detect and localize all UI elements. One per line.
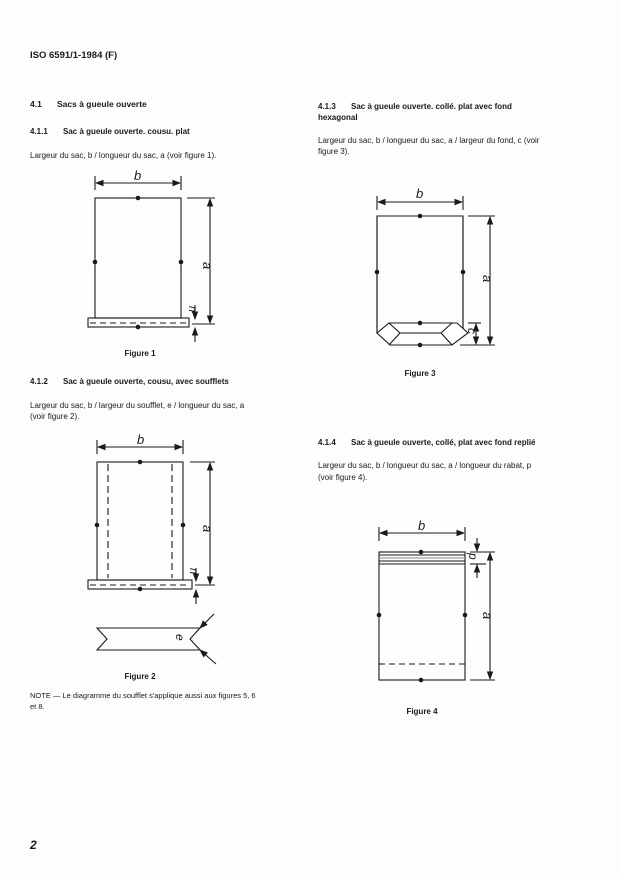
section-4-1-1-heading: 4.1.1 Sac à gueule ouverte. cousu. plat	[30, 126, 190, 137]
section-title: Sac à gueule ouverte. collé. plat avec f…	[351, 102, 512, 111]
section-number: 4.1	[30, 99, 42, 109]
figure-3-drawing: b a c	[374, 186, 495, 348]
figure-1-drawing: b a n	[87, 168, 215, 342]
section-4-1-3-heading: 4.1.3 Sac à gueule ouverte. collé. plat a…	[318, 101, 512, 112]
fig3-label-a: a	[480, 275, 495, 282]
page-number: 2	[30, 838, 37, 852]
section-4-1-heading: 4.1 Sacs à gueule ouverte	[30, 99, 147, 110]
section-number: 4.1.1	[30, 127, 48, 136]
fig2-label-b: b	[137, 432, 144, 447]
fig4-label-a: a	[480, 612, 495, 619]
section-title: Sac à gueule ouverte, cousu, avec souffl…	[63, 377, 229, 386]
section-4-1-3-text-1: Largeur du sac, b / longueur du sac, a /…	[318, 136, 540, 145]
section-4-1-4-text-1: Largeur du sac, b / longueur du sac, a /…	[318, 461, 532, 470]
section-4-1-3-text-2: figure 3).	[318, 147, 350, 156]
section-title: Sac à gueule ouverte, collé, plat avec f…	[351, 438, 536, 447]
section-number: 4.1.3	[318, 102, 336, 111]
section-number: 4.1.4	[318, 438, 336, 447]
note-line-1: NOTE — Le diagramme du soufflet s'appliq…	[30, 691, 256, 700]
section-4-1-2-heading: 4.1.2 Sac à gueule ouverte, cousu, avec s…	[30, 376, 229, 387]
figure-3-caption: Figure 3	[404, 369, 436, 378]
fig4-label-b: b	[418, 518, 425, 533]
section-4-1-4-heading: 4.1.4 Sac à gueule ouverte, collé, plat a…	[318, 437, 536, 448]
note-line-2: et 8.	[30, 702, 45, 711]
fig1-label-n: n	[186, 306, 198, 312]
section-title: Sacs à gueule ouverte	[57, 99, 147, 109]
section-4-1-4-text-2: (voir figure 4).	[318, 473, 368, 482]
section-4-1-3-heading-2: hexagonal	[318, 113, 358, 122]
document-header: ISO 6591/1-1984 (F)	[30, 50, 118, 61]
fig3-label-b: b	[416, 186, 423, 201]
figure-2-caption: Figure 2	[124, 672, 156, 681]
figure-2-drawing: b a n e	[87, 432, 217, 665]
figure-4-drawing: b a p	[376, 518, 495, 683]
section-4-1-2-text-1: Largeur du sac, b / largeur du soufflet,…	[30, 401, 245, 410]
figure-4-caption: Figure 4	[406, 707, 438, 716]
section-title: Sac à gueule ouverte. cousu. plat	[63, 127, 190, 136]
fig2-label-a: a	[200, 525, 215, 532]
fig1-label-b: b	[134, 168, 141, 183]
fig2-label-e: e	[173, 634, 187, 641]
figure-1-caption: Figure 1	[124, 349, 156, 358]
fig2-label-n: n	[187, 568, 199, 574]
fig4-label-p: p	[466, 552, 480, 560]
fig1-label-a: a	[200, 262, 215, 269]
section-4-1-2-text-2: (voir figure 2).	[30, 412, 80, 421]
section-number: 4.1.2	[30, 377, 48, 386]
section-4-1-1-text: Largeur du sac, b / longueur du sac, a (…	[30, 151, 217, 160]
fig3-label-c: c	[465, 328, 479, 334]
